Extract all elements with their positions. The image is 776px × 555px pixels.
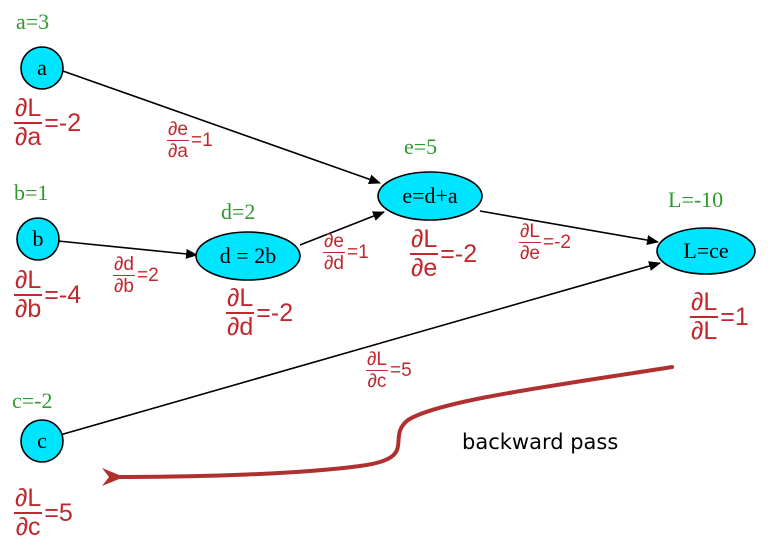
edge-label-dd-db-value: =2: [136, 264, 159, 286]
edge-label-dL-dc-den: ∂c: [367, 371, 387, 392]
edge-label-de-da-num: ∂e: [167, 119, 189, 141]
grad-dL-db-value: =-4: [44, 280, 82, 309]
edge-c-to-L: [59, 261, 661, 436]
edge-label-de-dd-num: ∂e: [323, 231, 345, 253]
edge-label-dL-de: ∂L∂e =-2: [519, 222, 571, 263]
node-c: c: [20, 419, 64, 463]
node-a-label: a: [37, 55, 47, 80]
node-e-label: e=d+a: [402, 183, 458, 208]
value-L: L=-10: [668, 187, 723, 212]
edge-label-dd-db-num: ∂d: [113, 254, 135, 276]
edge-label-dL-de-den: ∂e: [520, 243, 540, 264]
grad-dL-da: ∂L∂a =-2: [14, 96, 81, 150]
edge-label-de-da-value: =1: [190, 129, 213, 151]
edge-e-to-L: [479, 210, 659, 246]
backward-pass-caption: backward pass: [462, 430, 619, 454]
grad-dL-dd-value: =-2: [256, 298, 294, 327]
edge-label-dL-dc: ∂L∂c =5: [366, 350, 412, 391]
grad-dL-db: ∂L∂b =-4: [14, 268, 81, 322]
value-b: b=1: [14, 180, 48, 205]
edge-label-de-dd: ∂e∂d =1: [323, 232, 369, 273]
grad-dL-da-num: ∂L: [14, 94, 43, 124]
edge-label-de-dd-value: =1: [346, 241, 369, 263]
grad-dL-dL-value: =1: [720, 302, 749, 331]
node-L-label: L=ce: [683, 238, 728, 263]
node-a: a: [20, 46, 64, 90]
edge-label-dd-db: ∂d∂b =2: [113, 255, 159, 296]
grad-dL-db-num: ∂L: [14, 266, 43, 296]
grad-dL-dc: ∂L∂c =5: [14, 486, 73, 540]
value-e: e=5: [404, 134, 437, 159]
edge-d-to-e: [299, 211, 385, 246]
grad-dL-de-den: ∂e: [411, 254, 438, 282]
edge-label-dL-dc-value: =5: [389, 359, 412, 381]
grad-dL-dL: ∂L∂L =1: [690, 290, 749, 344]
grad-dL-dL-num: ∂L: [690, 288, 719, 318]
grad-dL-da-den: ∂a: [15, 123, 42, 151]
edge-label-dL-de-value: =-2: [542, 231, 571, 253]
backward-pass-arrow: [101, 365, 674, 487]
value-c: c=-2: [12, 388, 53, 413]
node-d: d = 2b: [195, 231, 301, 281]
value-d: d=2: [221, 199, 255, 224]
grad-dL-dc-num: ∂L: [14, 484, 43, 514]
grad-dL-dd-den: ∂d: [227, 313, 254, 341]
node-c-label: c: [37, 428, 47, 453]
grad-dL-dd: ∂L∂d =-2: [226, 286, 293, 340]
grad-dL-da-value: =-2: [44, 108, 82, 137]
node-d-label: d = 2b: [220, 243, 276, 268]
edge-label-de-da-den: ∂a: [168, 141, 188, 162]
grad-dL-dL-den: ∂L: [691, 317, 718, 345]
edge-label-de-dd-den: ∂d: [324, 253, 344, 274]
grad-dL-de-num: ∂L: [410, 225, 439, 255]
edge-label-dL-dc-num: ∂L: [366, 349, 388, 371]
grad-dL-dc-value: =5: [44, 498, 73, 527]
grad-dL-de-value: =-2: [440, 239, 478, 268]
grad-dL-db-den: ∂b: [15, 295, 42, 323]
edge-b-to-d: [57, 240, 198, 259]
grad-dL-dc-den: ∂c: [15, 513, 41, 541]
node-L: L=ce: [656, 227, 756, 275]
value-a: a=3: [16, 9, 49, 34]
node-b-label: b: [33, 226, 44, 251]
edge-label-de-da: ∂e∂a =1: [167, 120, 213, 161]
edge-label-dd-db-den: ∂b: [114, 276, 134, 297]
node-b: b: [16, 217, 60, 261]
edge-label-dL-de-num: ∂L: [519, 221, 541, 243]
edge-a-to-e: [59, 69, 381, 185]
grad-dL-dd-num: ∂L: [226, 284, 255, 314]
node-e: e=d+a: [377, 171, 483, 221]
grad-dL-de: ∂L∂e =-2: [410, 227, 477, 281]
